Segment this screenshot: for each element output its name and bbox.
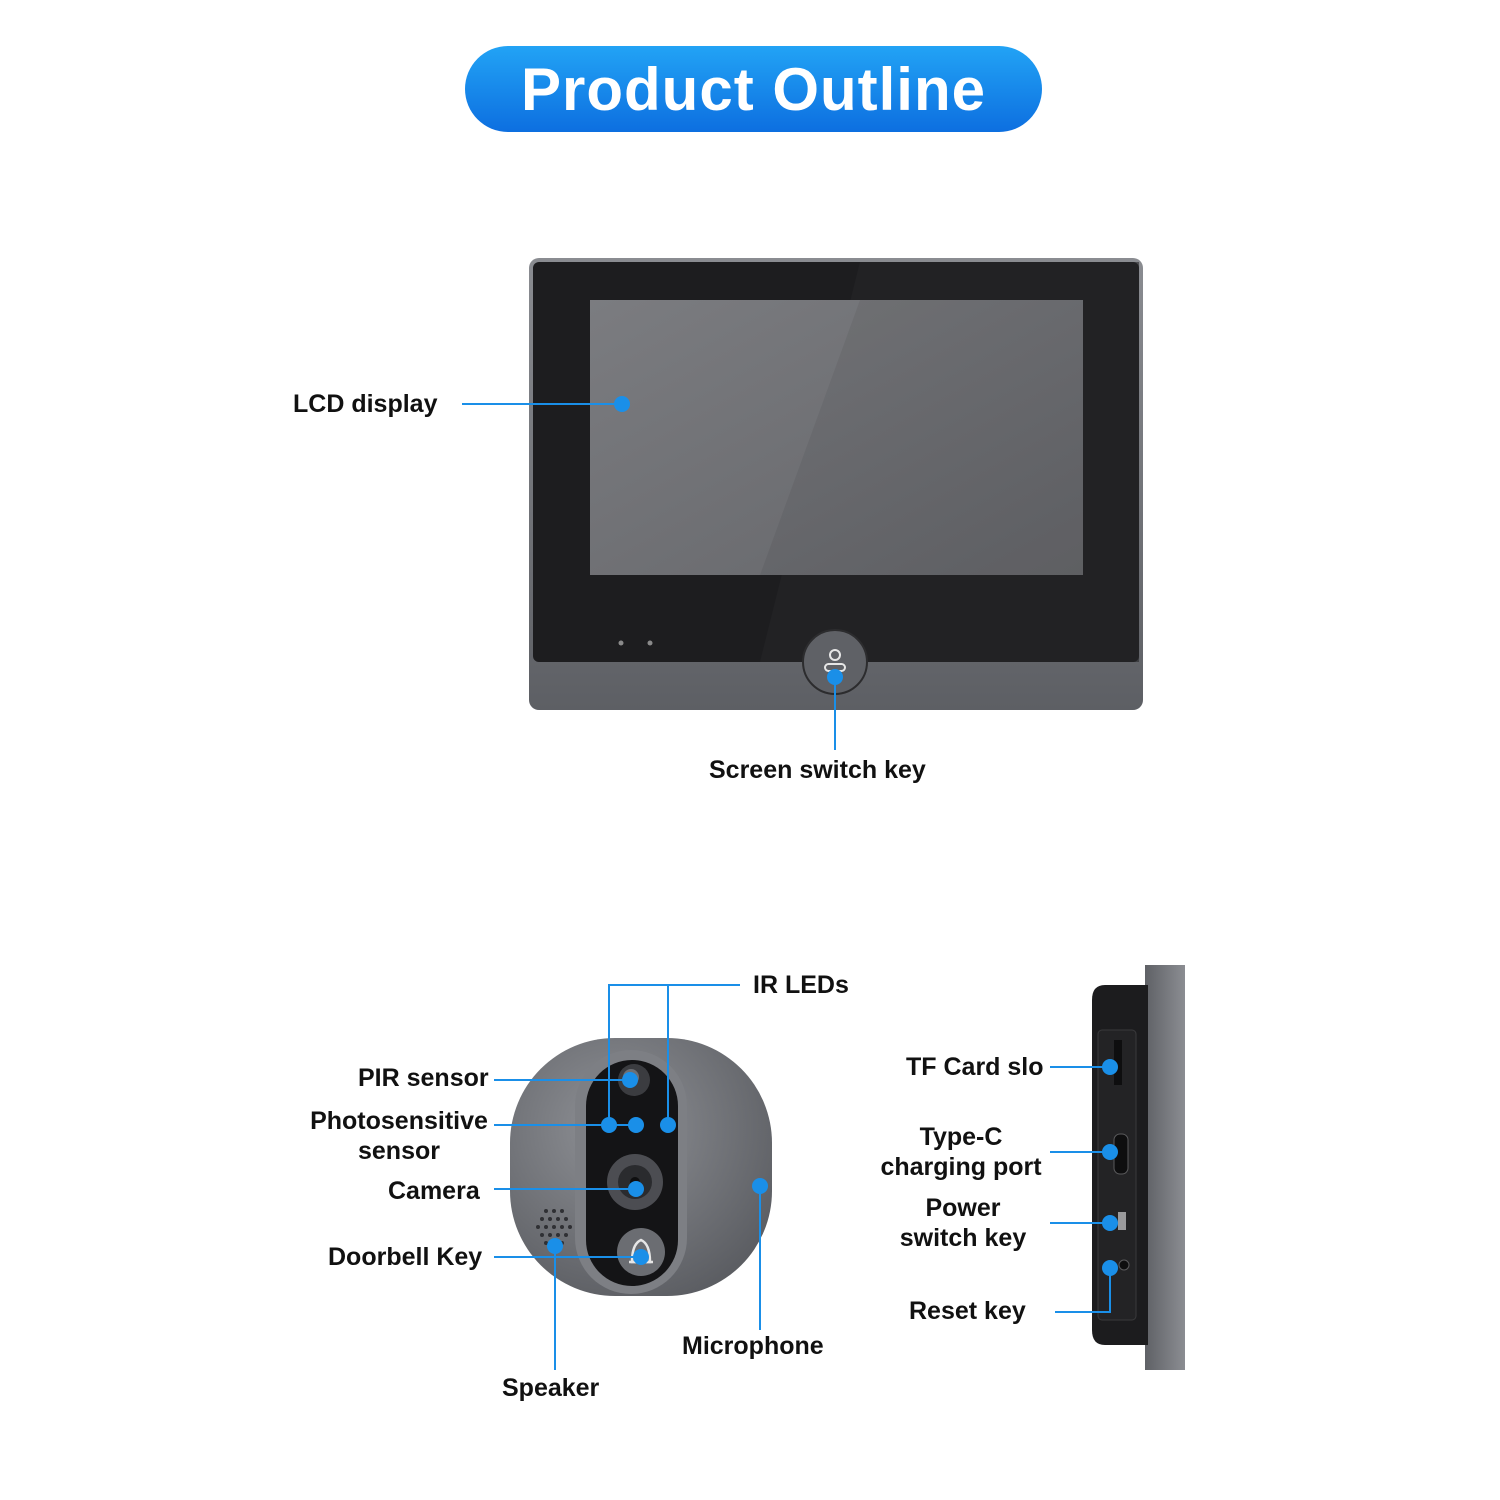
callout-lines-side — [1050, 1066, 1111, 1313]
label-screen-switch-key: Screen switch key — [709, 756, 926, 784]
side-back-plate — [1145, 965, 1185, 1370]
monitor-device — [529, 258, 1143, 710]
label-speaker: Speaker — [502, 1374, 600, 1402]
label-reset-key: Reset key — [909, 1297, 1026, 1325]
page-title: Product Outline — [521, 55, 986, 123]
label-microphone: Microphone — [682, 1332, 824, 1360]
power-switch — [1118, 1212, 1126, 1230]
bell-icon — [630, 1238, 652, 1264]
sensor-dot — [647, 640, 653, 646]
reset-hole — [1118, 1259, 1130, 1271]
label-doorbell-key: Doorbell Key — [328, 1243, 483, 1271]
label-tf-card-slot: TF Card slo — [906, 1053, 1044, 1081]
callout-dots-camera — [547, 1072, 768, 1265]
label-type-c-port: Type-C charging port — [880, 1123, 1042, 1181]
callout-dot — [614, 396, 630, 412]
label-pir-sensor: PIR sensor — [358, 1064, 489, 1092]
title-banner: Product Outline — [465, 46, 1042, 132]
callout-lines-camera — [494, 984, 761, 1370]
lcd-screen — [590, 300, 1083, 575]
callout-dots-side — [1102, 1059, 1118, 1276]
outdoor-camera-unit — [510, 1038, 772, 1296]
sensor-dot — [618, 640, 624, 646]
person-icon — [829, 649, 841, 661]
label-power-switch-key: Power switch key — [899, 1194, 1027, 1252]
tf-slot — [1114, 1040, 1122, 1085]
callout-dot — [827, 669, 843, 685]
side-view-device — [1092, 965, 1185, 1370]
label-ir-leds: IR LEDs — [753, 971, 849, 999]
label-camera: Camera — [388, 1177, 480, 1205]
label-photosensitive-sensor: Photosensitive sensor — [310, 1107, 488, 1165]
label-lcd-display: LCD display — [293, 390, 438, 418]
